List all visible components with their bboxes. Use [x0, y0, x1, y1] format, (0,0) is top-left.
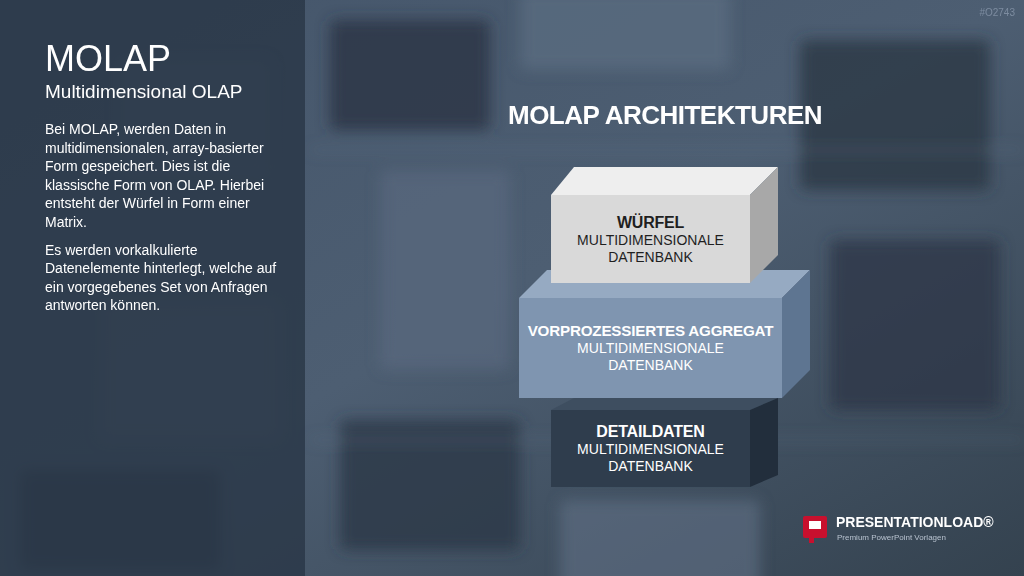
body-paragraph: Es werden vorkalkulierte Datenelemente h… — [45, 241, 285, 315]
slide-heading: MOLAP — [45, 38, 285, 79]
box-heading: VORPROZESSIERTES AGGREGAT — [528, 322, 774, 340]
diagram-title: MOLAP ARCHITEKTUREN — [440, 100, 890, 131]
box-heading: DETAILDATEN — [596, 422, 704, 441]
body-paragraph: Bei MOLAP, werden Daten in multidimensio… — [45, 120, 285, 231]
logo-icon — [803, 516, 827, 543]
aggregate-box-faces — [519, 270, 810, 398]
watermark: #O2743 — [930, 7, 1015, 19]
cube-box: WÜRFELMULTIDIMENSIONALE DATENBANK — [551, 195, 750, 283]
aggregate-box: VORPROZESSIERTES AGGREGATMULTIDIMENSIONA… — [519, 298, 782, 398]
logo-text: PRESENTATIONLOAD® — [836, 514, 1018, 531]
detail-box: DETAILDATENMULTIDIMENSIONALE DATENBANK — [551, 410, 750, 487]
side-panel — [0, 0, 305, 576]
cube-box-faces — [551, 167, 778, 283]
box-body: MULTIDIMENSIONALE DATENBANK — [563, 232, 738, 266]
box-body: MULTIDIMENSIONALE DATENBANK — [563, 340, 738, 374]
text-column: MOLAPMultidimensional OLAP Bei MOLAP, wer… — [45, 38, 285, 315]
logo-tagline: Premium PowerPoint Vorlagen — [837, 533, 1019, 543]
box-heading: WÜRFEL — [617, 213, 684, 232]
box-body: MULTIDIMENSIONALE DATENBANK — [563, 441, 738, 475]
detail-box-faces — [551, 398, 778, 487]
slide-subheading: Multidimensional OLAP — [45, 81, 285, 104]
